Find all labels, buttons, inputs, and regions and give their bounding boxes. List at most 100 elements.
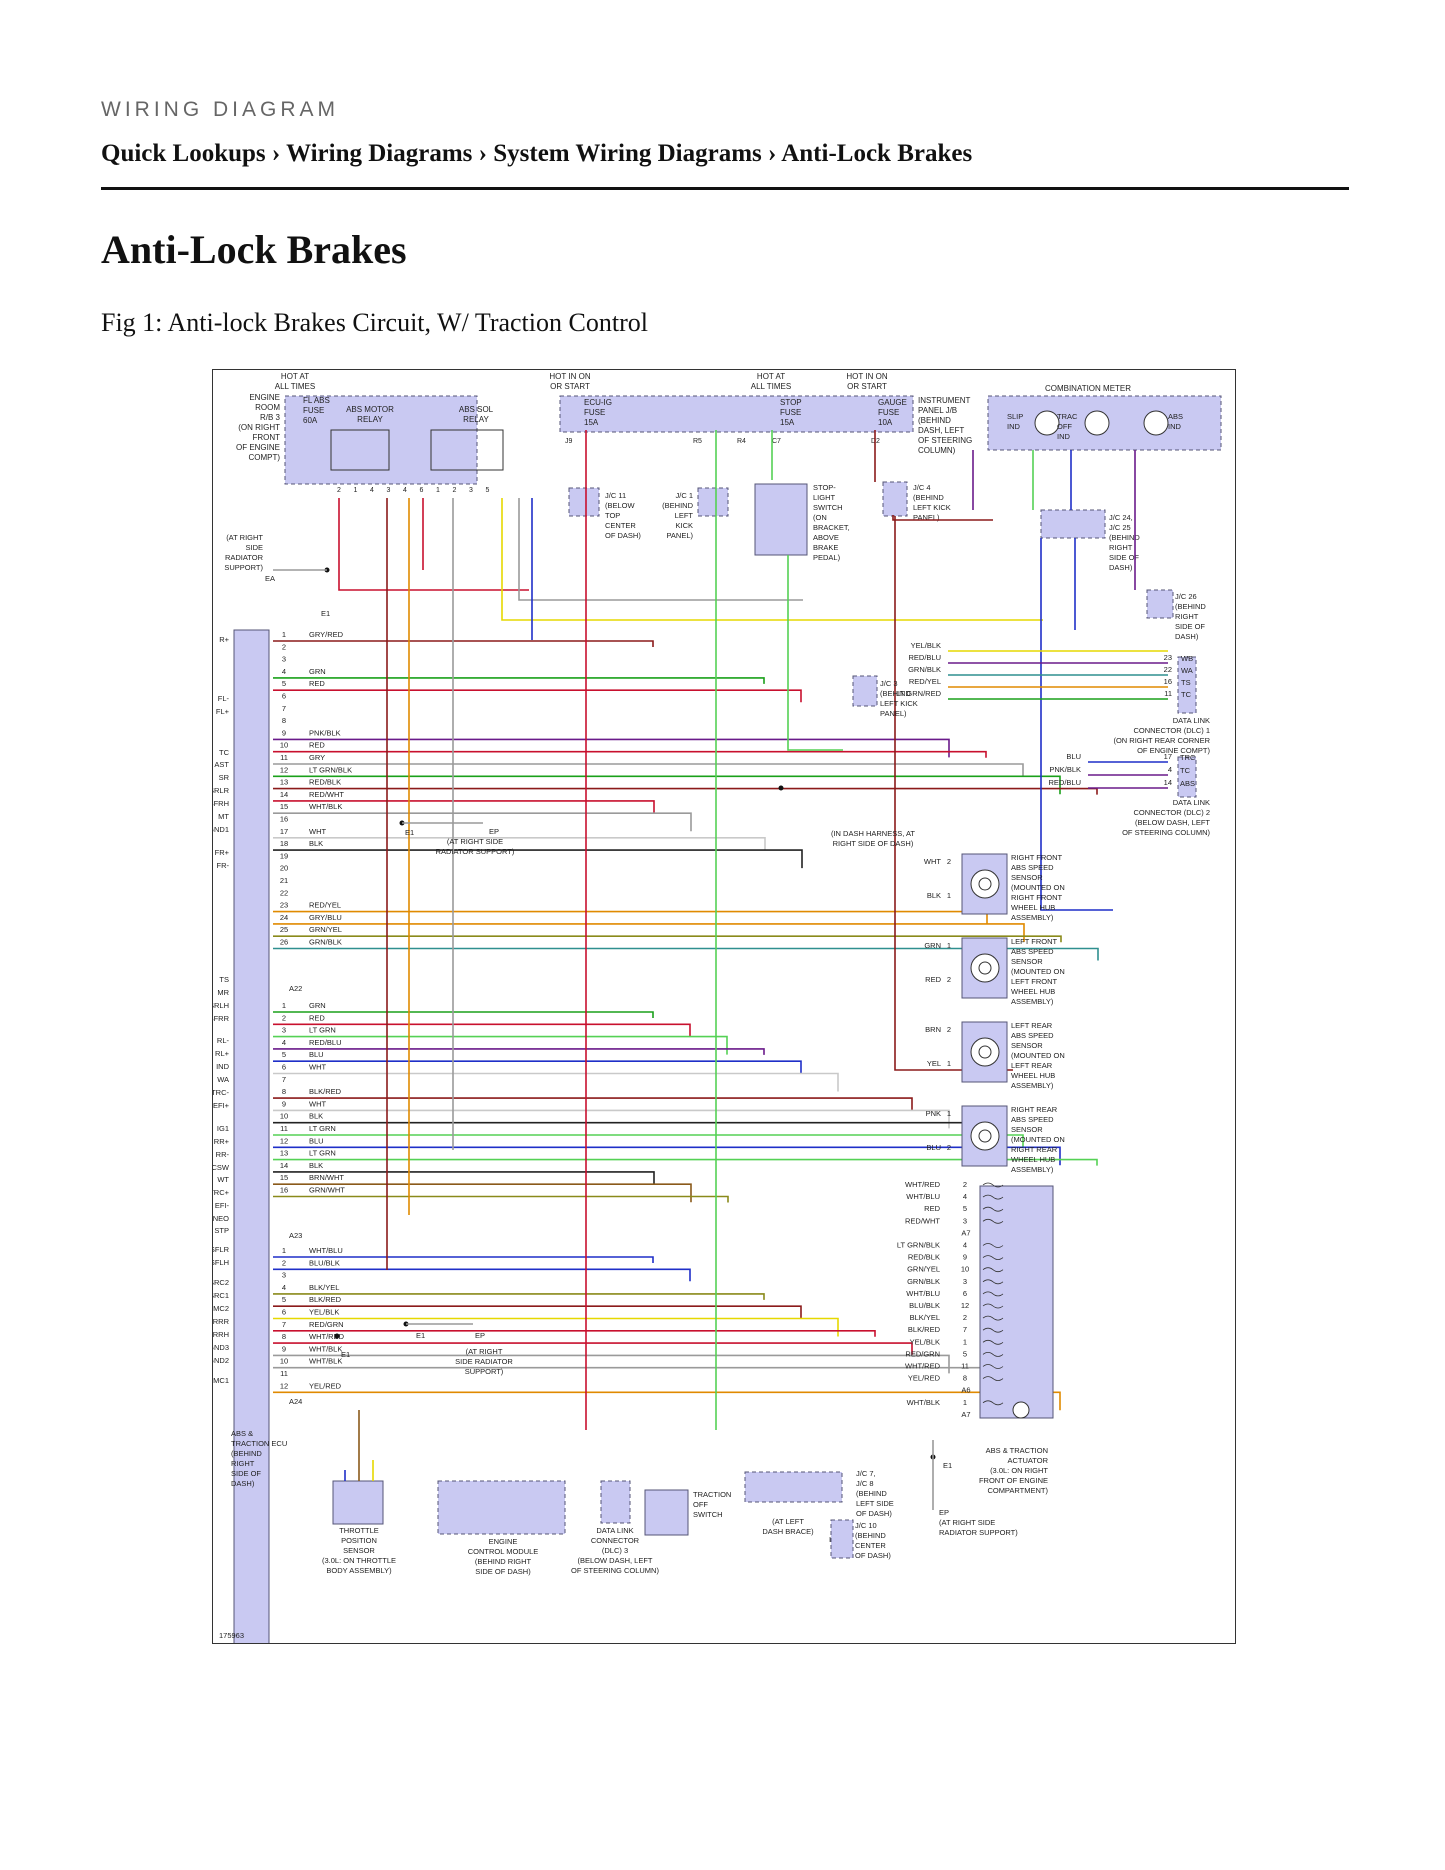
ecu-wire — [273, 1391, 1061, 1411]
dlc1-terminal-name: WA — [1181, 666, 1193, 675]
wheel-speed-sensor-label: SENSOR — [1011, 1041, 1043, 1050]
wheel-speed-sensor-label: ASSEMBLY) — [1011, 1081, 1054, 1090]
ecu-terminal-label: WA — [217, 1075, 229, 1084]
actuator-solenoid-icon — [982, 1194, 1004, 1200]
dlc2-label: (BELOW DASH, LEFT — [1135, 818, 1210, 827]
switch-wire — [787, 555, 843, 751]
wheel-speed-sensor-label: RIGHT REAR — [1011, 1105, 1058, 1114]
ecu-pin-number: 26 — [280, 938, 288, 947]
engine-control-module-label: CONTROL MODULE — [468, 1547, 539, 1556]
wheel-speed-sensor-label: ASSEMBLY) — [1011, 913, 1054, 922]
header-divider — [101, 187, 1349, 190]
wheel-speed-sensor-label: WHEEL HUB — [1011, 903, 1055, 912]
ecu-pin-number: 11 — [280, 1369, 288, 1378]
ecu-pin-number: 12 — [280, 765, 288, 774]
fl-abs-fuse-label: FUSE — [303, 406, 324, 415]
throttle-position-sensor — [332, 1480, 384, 1525]
dlc2-label: OF STEERING COLUMN) — [1122, 828, 1210, 837]
abs-traction-actuator-label: ACTUATOR — [1007, 1456, 1048, 1465]
breadcrumb-wiring-diagrams[interactable]: Wiring Diagrams — [286, 140, 473, 167]
wheel-speed-sensor-label: ASSEMBLY) — [1011, 997, 1054, 1006]
actuator-pin-number: 7 — [963, 1325, 967, 1334]
actuator-wire-label: BLU/BLK — [909, 1301, 940, 1310]
actuator-pin-number: 4 — [963, 1241, 967, 1250]
section-label: WIRING DIAGRAM — [101, 98, 339, 121]
throttle-position-sensor-label: POSITION — [341, 1536, 377, 1545]
ground-ea-label: EA — [265, 574, 275, 583]
ecu-pin-number: 11 — [280, 753, 288, 762]
actuator-pin-number: 11 — [961, 1362, 969, 1371]
abs-traction-ecu-label: TRACTION ECU — [231, 1439, 287, 1448]
ecu-pin-number: 16 — [280, 1186, 288, 1195]
ecu-pin-number: 5 — [282, 1295, 286, 1304]
relay-pin-number: 2 — [337, 487, 341, 494]
actuator-solenoid-icon — [982, 1376, 1004, 1381]
breadcrumb-separator: › — [271, 140, 281, 167]
hot-in-on-label: OR START — [550, 382, 590, 391]
ecu-wire — [273, 1268, 691, 1282]
jc7-connector — [744, 1471, 843, 1503]
actuator-solenoid-icon — [982, 1400, 1004, 1406]
wheel-speed-sensor-label: WHEEL HUB — [1011, 1155, 1055, 1164]
ground-ep-note: (AT RIGHT SIDE — [939, 1518, 995, 1527]
jc7-label: (BEHIND — [856, 1489, 887, 1498]
ecu-terminal-label: STP — [214, 1226, 229, 1235]
ground-ea-note: (AT RIGHT — [226, 533, 263, 542]
abs-traction-ecu-label: RIGHT — [231, 1459, 255, 1468]
actuator-pin-number: 1 — [963, 1337, 967, 1346]
connector-pin-label: R5 — [693, 438, 702, 445]
actuator-solenoid-icon — [982, 1352, 1004, 1357]
actuator-wire-label: RED/GRN — [905, 1349, 940, 1358]
ecu-pin-number: 10 — [280, 1357, 288, 1366]
actuator-solenoid-icon — [982, 1206, 1004, 1212]
breadcrumb-system-wiring-diagrams[interactable]: System Wiring Diagrams — [493, 140, 762, 167]
ecu-pin-wire-label: LT GRN — [309, 1026, 336, 1035]
throttle-position-sensor-label: (3.0L: ON THROTTLE — [322, 1556, 396, 1565]
ecu-pin-number: 3 — [282, 1026, 286, 1035]
jc26-label: J/C 26 — [1175, 592, 1197, 601]
connector-name-a23: A23 — [289, 1231, 302, 1240]
indicator-lamp-icon — [1034, 410, 1060, 436]
wheel-speed-sensor-icon — [978, 961, 992, 975]
gauge-fuse-label: FUSE — [878, 408, 899, 417]
ecu-terminal-label: MR — [217, 988, 229, 997]
ecu-pin-number: 6 — [282, 692, 286, 701]
stop-light-switch-label: SWITCH — [813, 503, 843, 512]
ecu-pin-number: 12 — [280, 1381, 288, 1390]
ecu-ig-fuse-label: FUSE — [584, 408, 605, 417]
ecu-terminal-label: IND — [216, 1062, 230, 1071]
ecu-pin-number: 2 — [282, 642, 286, 651]
traction-off-switch — [644, 1489, 689, 1536]
fl-abs-fuse-label: FL ABS — [303, 396, 330, 405]
jc4-wire — [892, 515, 993, 521]
dlc2-connector — [1177, 756, 1197, 798]
jc11-label: (BELOW — [605, 501, 636, 510]
wheel-speed-sensor-label: (MOUNTED ON — [1011, 1135, 1065, 1144]
stop-light-switch-label: LIGHT — [813, 493, 836, 502]
stop-light-switch-label: PEDAL) — [813, 553, 841, 562]
sensor-wire-label: GRN — [924, 941, 941, 950]
ecu-wire — [273, 750, 987, 758]
engine-room-rb-label: ENGINE — [249, 393, 280, 402]
wheel-speed-sensor-label: LEFT REAR — [1011, 1021, 1053, 1030]
ecu-pin-wire-label: WHT/BLK — [309, 802, 342, 811]
instrument-panel-jb-label: DASH, LEFT — [918, 426, 964, 435]
ground-ea-note: SUPPORT) — [224, 563, 263, 572]
ecu-pin-wire-label: GRN/WHT — [309, 1186, 345, 1195]
ecu-pin-number: 8 — [282, 1332, 286, 1341]
actuator-pin-number: 8 — [963, 1374, 967, 1383]
connector-pin-label: C7 — [772, 438, 781, 445]
actuator-wire-label: BLK/YEL — [910, 1313, 940, 1322]
ground-ep-label: EP — [489, 827, 499, 836]
breadcrumb-quick-lookups[interactable]: Quick Lookups — [101, 140, 266, 167]
wheel-speed-sensor-icon — [970, 1121, 1000, 1151]
relay-pin-number: 6 — [420, 487, 424, 494]
ecu-wire — [273, 1171, 655, 1184]
ecu-pin-number: 13 — [280, 778, 288, 787]
ecu-pin-wire-label: BLU — [309, 1050, 324, 1059]
engine-room-rb — [284, 395, 478, 485]
ecu-terminal-label: SR — [219, 773, 230, 782]
dlc1-wire-label: RED/BLU — [908, 653, 941, 662]
relay-pin-number: 3 — [469, 487, 473, 494]
